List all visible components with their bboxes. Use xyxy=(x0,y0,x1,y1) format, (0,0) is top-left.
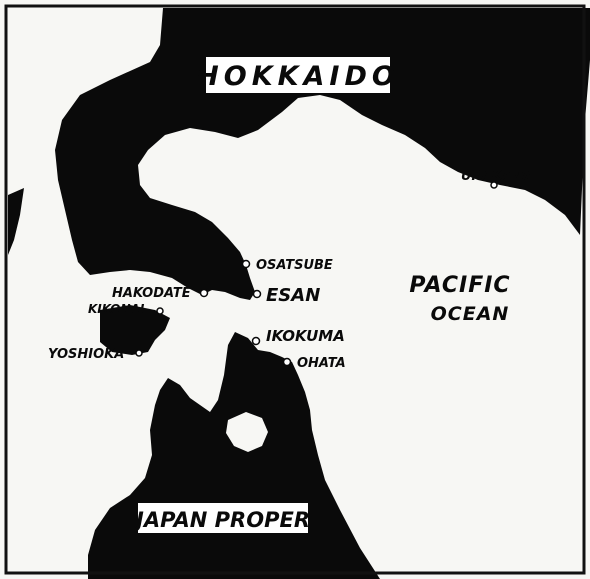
hokkaido-label: HOKKAIDO xyxy=(196,61,400,92)
kikonai-headland xyxy=(100,305,170,355)
place-marker-ikokuma xyxy=(251,336,261,346)
place-marker-urakawa xyxy=(490,181,498,189)
pacific-ocean-label-line1: PACIFIC xyxy=(409,273,510,298)
place-marker-kikonai xyxy=(156,307,164,315)
japan-proper-label-box xyxy=(138,503,308,533)
place-marker-osatsube xyxy=(241,259,251,269)
place-marker-hakodate xyxy=(199,288,209,298)
place-label-urakawa: URAKAWA xyxy=(461,169,535,184)
hokkaido-label-box xyxy=(206,57,390,93)
place-marker-esan xyxy=(252,289,262,299)
place-label-ohata: OHATA xyxy=(297,356,346,371)
place-label-yoshioka: YOSHIOKA xyxy=(48,347,124,362)
place-label-esan: ESAN xyxy=(266,285,320,306)
place-marker-yoshioka xyxy=(135,349,143,357)
pacific-ocean-label-line2: OCEAN xyxy=(431,303,510,325)
place-marker-ohata xyxy=(282,357,292,367)
japan-proper-label: JAPAN PROPER xyxy=(132,508,310,532)
mutsu-bay xyxy=(226,412,268,452)
place-label-osatsube: OSATSUBE xyxy=(256,258,333,273)
place-label-ikokuma: IKOKUMA xyxy=(266,327,345,345)
place-label-hakodate: HAKODATE xyxy=(112,286,191,301)
hokkaido-landmass xyxy=(55,8,590,300)
left-edge-landmass xyxy=(8,188,24,255)
place-label-kikonai: KIKONAI xyxy=(88,302,145,316)
map-frame xyxy=(4,4,586,575)
